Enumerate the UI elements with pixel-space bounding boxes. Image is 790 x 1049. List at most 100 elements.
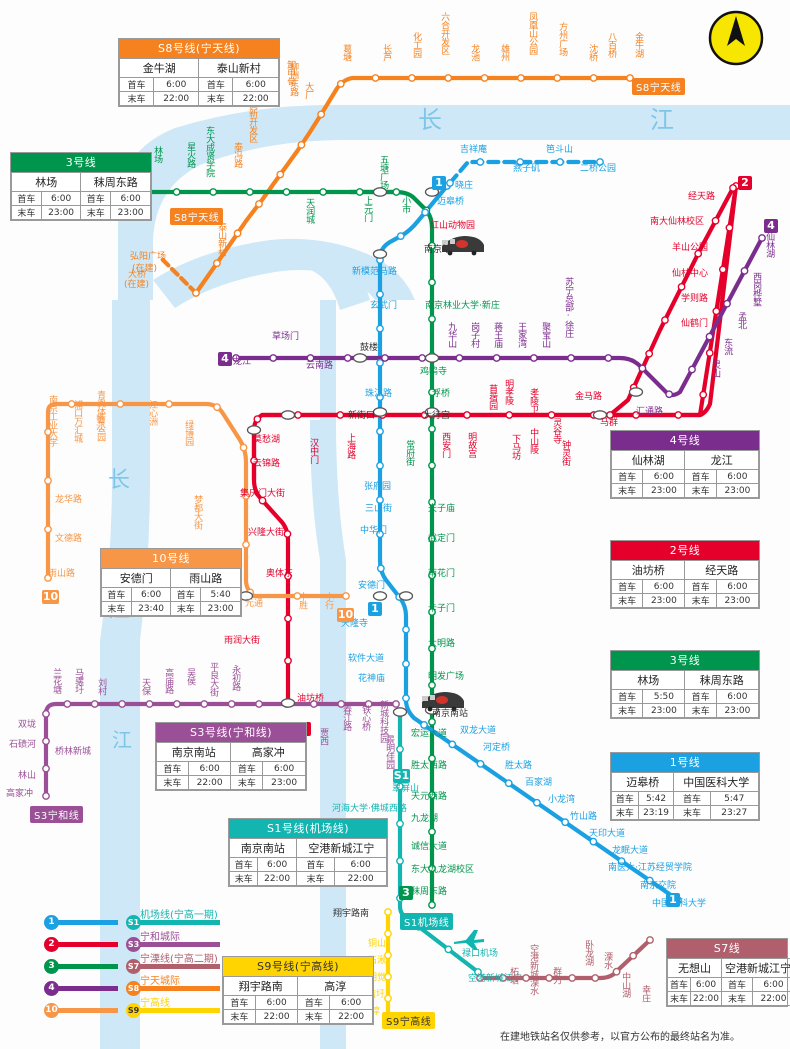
station-dots bbox=[42, 74, 766, 1024]
terminus-name: 秣周东路 bbox=[684, 670, 759, 690]
interchange-station-marker bbox=[246, 425, 262, 435]
schedule-time: 6:00 bbox=[642, 469, 686, 484]
legend-bullet-1[interactable]: 1 bbox=[44, 915, 59, 930]
station-dot bbox=[446, 179, 454, 187]
station-dot bbox=[617, 857, 626, 865]
legend-bullet-S8[interactable]: S8 bbox=[126, 981, 141, 996]
station-label: 新模范马路 bbox=[352, 267, 398, 277]
line-number-badge-1[interactable]: 1 bbox=[432, 176, 446, 190]
schedule-label: 末车 bbox=[101, 601, 132, 616]
legend-bullet-10[interactable]: 10 bbox=[44, 1003, 59, 1018]
station-dot bbox=[42, 764, 50, 773]
station-label: 春江路 bbox=[341, 705, 352, 731]
legend-line-swatch bbox=[140, 920, 220, 925]
table-row: 油坊桥经天路 bbox=[610, 560, 759, 580]
station-dot bbox=[284, 656, 292, 665]
station-dot bbox=[421, 208, 430, 217]
station-dot bbox=[448, 740, 457, 749]
station-label: 翠屏山 bbox=[392, 784, 420, 794]
station-dot bbox=[499, 974, 507, 982]
station-label: 孝陵卫 bbox=[528, 388, 539, 414]
river-label-changjiang-3: 长 bbox=[108, 468, 131, 493]
station-label: 空港新城溧水 bbox=[528, 944, 539, 995]
line-number-badge-4[interactable]: 4 bbox=[764, 219, 778, 233]
station-dot bbox=[428, 534, 436, 543]
line-number-badge-10[interactable]: 10 bbox=[42, 590, 59, 604]
station-label: 双龙大道 bbox=[460, 726, 497, 736]
station-dot bbox=[428, 717, 436, 726]
schedule-label: 首车 bbox=[223, 995, 256, 1010]
legend-bullet-3[interactable]: 3 bbox=[44, 959, 59, 974]
station-label: 高新开发区 bbox=[247, 100, 258, 143]
station-dot bbox=[529, 354, 538, 362]
line-number-badge-3[interactable]: 3 bbox=[399, 886, 413, 900]
legend-bullet-S9[interactable]: S9 bbox=[126, 1003, 141, 1018]
station-label: 绿博园 bbox=[183, 420, 194, 446]
line-number-badge-2[interactable]: 2 bbox=[738, 176, 752, 190]
river-label-changjiang-2: 江 bbox=[650, 106, 674, 134]
station-dot bbox=[319, 188, 328, 196]
interchange-station-marker bbox=[280, 410, 296, 420]
line-number-badge-1[interactable]: 1 bbox=[368, 602, 382, 616]
station-label: 珠江路 bbox=[365, 389, 393, 399]
station-dot bbox=[364, 700, 373, 708]
station-dot bbox=[629, 951, 638, 960]
station-dot bbox=[255, 700, 263, 708]
schedule-time: 22:00 bbox=[152, 91, 200, 106]
schedule-label: 首车 bbox=[610, 689, 644, 704]
station-label: 鼓楼 bbox=[360, 343, 379, 353]
legend-bullet-2[interactable]: 2 bbox=[44, 937, 59, 952]
station-dot bbox=[376, 290, 384, 299]
station-dot bbox=[645, 876, 654, 885]
station-dot bbox=[42, 709, 50, 718]
river-label-changjiang-1: 长 bbox=[418, 106, 442, 134]
station-dot bbox=[516, 158, 525, 166]
line-number-badge-S1[interactable]: S1 bbox=[393, 769, 410, 783]
schedule-time: 6:00 bbox=[232, 77, 279, 92]
interchange-station-marker bbox=[280, 698, 296, 708]
station-dot bbox=[547, 411, 556, 419]
station-label: 上海路 bbox=[345, 433, 356, 459]
station-label: 南京交院 bbox=[640, 881, 677, 891]
station-label: 青奥体育公园 bbox=[95, 390, 106, 441]
station-dot bbox=[729, 184, 737, 192]
station-dot bbox=[209, 188, 218, 196]
schedule-time: 6:00 bbox=[715, 469, 760, 484]
line-number-badge-4[interactable]: 4 bbox=[218, 352, 232, 366]
schedule-label: 首车 bbox=[297, 995, 331, 1010]
info-box-title: S3号线(宁和线) bbox=[156, 723, 306, 742]
station-dot bbox=[428, 315, 436, 323]
legend-line-swatch bbox=[140, 964, 220, 969]
station-label: 南京站 bbox=[424, 245, 452, 255]
line-s8 bbox=[157, 75, 633, 296]
legend-bullet-S3[interactable]: S3 bbox=[126, 937, 141, 952]
schedule-label: 首车 bbox=[156, 761, 189, 776]
station-dot bbox=[677, 282, 686, 291]
schedule-label: 末车 bbox=[80, 205, 112, 220]
legend-bullet-S7[interactable]: S7 bbox=[126, 959, 141, 974]
station-dot bbox=[172, 188, 181, 196]
legend-bullet-S1[interactable]: S1 bbox=[126, 915, 141, 930]
schedule-label: 首车 bbox=[11, 191, 42, 206]
legend-bullet-4[interactable]: 4 bbox=[44, 981, 59, 996]
station-label: (在建) bbox=[124, 280, 150, 290]
station-label: 小行 bbox=[323, 592, 334, 609]
station-label: 翔宇路南 bbox=[333, 909, 370, 919]
station-label: 奥体东 bbox=[266, 569, 294, 579]
info-box-title: S7线 bbox=[667, 939, 787, 958]
station-label: 葛塘 bbox=[341, 44, 352, 61]
schedule-time: 5:40 bbox=[200, 587, 241, 602]
schedule-time: 23:00 bbox=[715, 593, 760, 608]
terminus-name: 翔宇路南 bbox=[222, 976, 299, 996]
station-label: 迈皋桥 bbox=[437, 197, 465, 207]
schedule-label: 首车 bbox=[80, 191, 112, 206]
line-number-badge-1[interactable]: 1 bbox=[666, 893, 680, 907]
station-dot bbox=[428, 388, 436, 397]
line-number-badge-10[interactable]: 10 bbox=[337, 608, 354, 622]
station-dot bbox=[428, 461, 436, 470]
station-label: 三山街 bbox=[365, 504, 393, 514]
